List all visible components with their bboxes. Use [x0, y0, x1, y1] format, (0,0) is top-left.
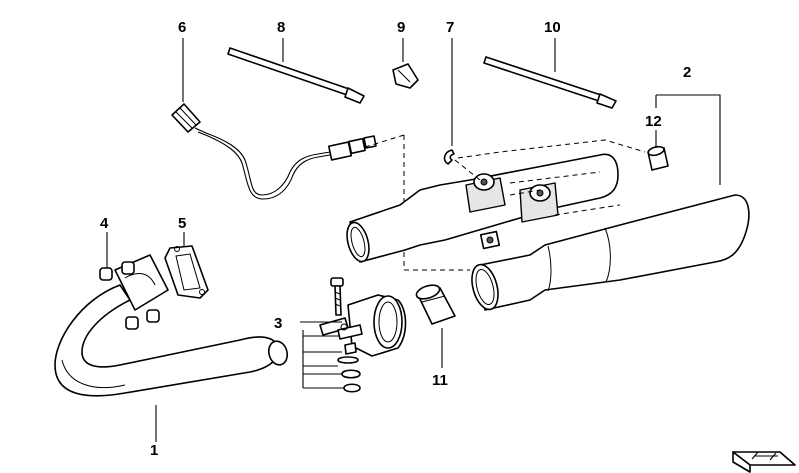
callout-labels: 1 2 3 4 5 6 7 8 9 10 11 12: [100, 19, 691, 459]
part-7-circlip[interactable]: [443, 149, 455, 165]
callout-6: 6: [178, 19, 186, 36]
callout-9: 9: [397, 19, 405, 36]
part-3-clamp-kit[interactable]: [300, 277, 407, 393]
part-12-sleeve[interactable]: [647, 145, 669, 171]
part-11-sleeve[interactable]: [415, 283, 456, 325]
part-10-cable-tie[interactable]: [483, 56, 617, 109]
callout-10: 10: [544, 19, 561, 36]
callout-12: 12: [645, 113, 662, 130]
callout-5: 5: [178, 215, 186, 232]
part-6-oxygen-sensor[interactable]: [171, 103, 377, 200]
part-2-muffler[interactable]: [343, 134, 750, 312]
part-4-nuts[interactable]: [99, 261, 160, 330]
callout-8: 8: [277, 19, 285, 36]
navigation-arrow-icon[interactable]: [732, 451, 796, 473]
callout-11: 11: [432, 372, 448, 389]
callout-2: 2: [683, 64, 691, 81]
callout-3: 3: [274, 315, 282, 332]
leader-lines: [106, 38, 721, 442]
part-9-clip[interactable]: [392, 63, 419, 89]
callout-1: 1: [150, 442, 158, 459]
part-5-gasket[interactable]: [164, 245, 209, 299]
callout-7: 7: [446, 19, 454, 36]
part-8-cable-tie[interactable]: [227, 47, 365, 104]
callout-4: 4: [100, 215, 109, 232]
